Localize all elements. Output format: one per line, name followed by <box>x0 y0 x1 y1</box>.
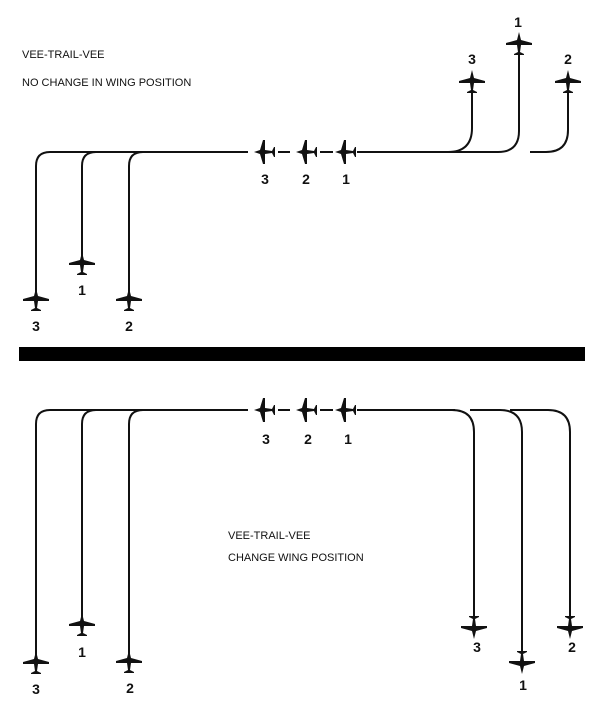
bottom-left-aircraft-3 <box>23 651 49 674</box>
bottom-left-path-3 <box>35 409 248 656</box>
bottom-subtitle: CHANGE WING POSITION <box>228 552 364 564</box>
bottom-right-path-2 <box>510 409 571 617</box>
bottom-trail-label-1: 1 <box>344 431 352 447</box>
bottom-left-label-3: 3 <box>32 681 40 697</box>
top-trail-label-2: 2 <box>302 171 310 187</box>
bottom-trail-aircraft-3 <box>254 398 275 422</box>
bottom-trail-aircraft-2 <box>296 398 317 422</box>
bottom-title: VEE-TRAIL-VEE <box>228 530 311 542</box>
bottom-left-aircraft-2 <box>116 650 142 673</box>
bottom-left-path-2 <box>128 409 160 655</box>
bottom-left-label-2: 2 <box>126 680 134 696</box>
top-left-path-1 <box>81 151 110 256</box>
top-left-path-3 <box>35 151 248 292</box>
bottom-trail-aircraft-1 <box>335 398 356 422</box>
bottom-right-label-1: 1 <box>519 677 527 693</box>
top-left-aircraft-3 <box>23 288 49 311</box>
bottom-right-label-3: 3 <box>473 639 481 655</box>
top-left-path-2 <box>128 151 160 292</box>
top-right-path-2 <box>530 92 569 153</box>
top-subtitle: NO CHANGE IN WING POSITION <box>22 77 191 89</box>
bottom-left-aircraft-1 <box>69 613 95 636</box>
top-right-label-2: 2 <box>564 51 572 67</box>
top-trail-aircraft-3 <box>254 140 275 164</box>
top-trail-aircraft-1 <box>335 140 356 164</box>
bottom-left-path-1 <box>81 409 110 618</box>
bottom-right-aircraft-3 <box>461 616 487 639</box>
panel-divider <box>19 347 585 361</box>
top-trail-label-3: 3 <box>261 171 269 187</box>
bottom-right-path-3 <box>451 409 475 617</box>
top-left-label-3: 3 <box>32 318 40 334</box>
top-right-aircraft-1 <box>506 32 532 55</box>
top-right-path-3 <box>447 92 473 153</box>
bottom-right-aircraft-2 <box>557 616 583 639</box>
top-right-aircraft-2 <box>555 70 581 93</box>
top-right-label-1: 1 <box>514 14 522 30</box>
top-left-label-1: 1 <box>78 282 86 298</box>
top-right-path-1 <box>440 55 520 153</box>
top-left-label-2: 2 <box>125 318 133 334</box>
top-trail-aircraft-2 <box>296 140 317 164</box>
bottom-panel: VEE-TRAIL-VEE CHANGE WING POSITION 3 2 1… <box>23 398 583 697</box>
top-panel: VEE-TRAIL-VEE NO CHANGE IN WING POSITION… <box>22 14 581 334</box>
top-right-aircraft-3 <box>459 70 485 93</box>
top-left-aircraft-2 <box>116 288 142 311</box>
bottom-right-path-1 <box>470 409 523 654</box>
top-trail-label-1: 1 <box>342 171 350 187</box>
top-title: VEE-TRAIL-VEE <box>22 49 105 61</box>
bottom-left-label-1: 1 <box>78 644 86 660</box>
top-right-label-3: 3 <box>468 51 476 67</box>
bottom-right-label-2: 2 <box>568 639 576 655</box>
bottom-trail-label-3: 3 <box>262 431 270 447</box>
bottom-right-aircraft-1 <box>509 651 535 674</box>
bottom-trail-label-2: 2 <box>304 431 312 447</box>
top-left-aircraft-1 <box>69 252 95 275</box>
